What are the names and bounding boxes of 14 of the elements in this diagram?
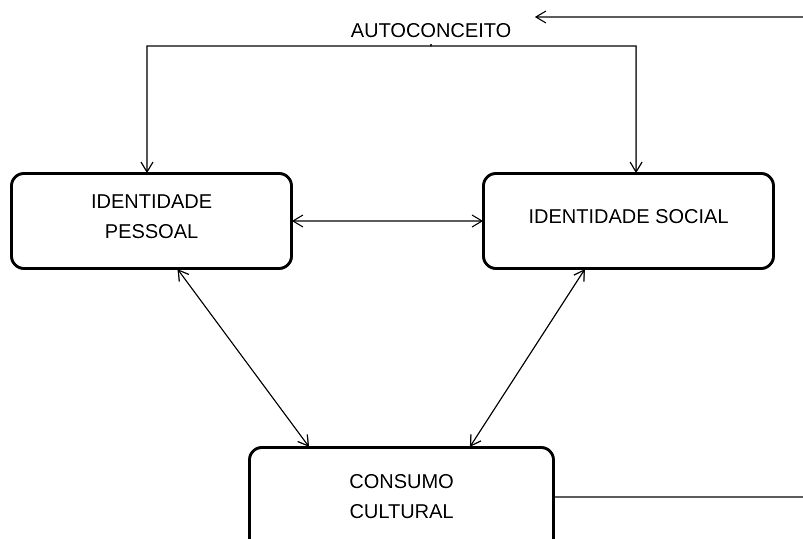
arrow <box>140 44 432 173</box>
arrow <box>430 44 643 173</box>
arrow <box>292 214 483 228</box>
box-label: IDENTIDADE PESSOAL <box>90 190 214 245</box>
arrow <box>178 269 310 447</box>
arrow <box>470 269 585 447</box>
connector-line <box>555 496 803 498</box>
arrow <box>535 10 803 24</box>
box-label: AUTOCONCEITO <box>350 19 512 44</box>
box-label: IDENTIDADE SOCIAL <box>528 205 729 230</box>
concept-box <box>248 446 555 539</box>
box-label: CONSUMO CULTURAL <box>348 470 455 525</box>
concept-box <box>10 172 293 270</box>
concept-box <box>482 172 775 270</box>
